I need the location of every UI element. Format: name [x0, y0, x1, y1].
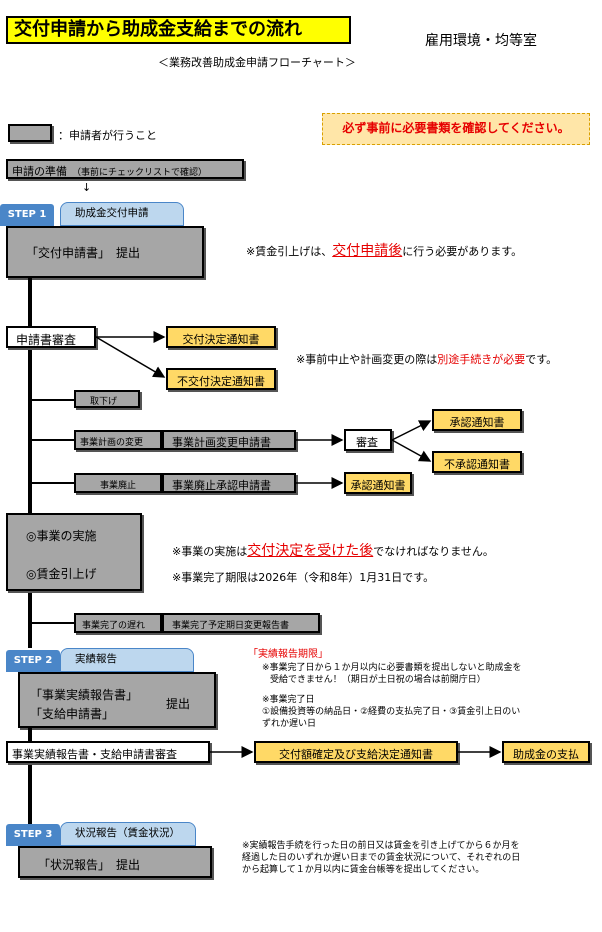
flow-line: [28, 590, 32, 648]
delay-label: 事業完了の遅れ: [82, 621, 146, 631]
step2-submit-box: 「事業実績報告書」 「支給申請書」 提出: [18, 672, 216, 728]
flowchart-subtitle: ＜業務改善助成金申請フローチャート＞: [158, 56, 356, 69]
department-label: 雇用環境・均等室: [425, 33, 537, 49]
implementation-line2: ◎賃金引上げ: [26, 567, 97, 581]
step2-tab: 実績報告: [60, 648, 194, 672]
arrow-to-no-decision: [95, 336, 166, 378]
review-note-highlight: 別途手続きが必要: [437, 353, 526, 366]
branch-line: [30, 399, 74, 401]
delay-box: 事業完了の遅れ: [74, 613, 162, 633]
plan-change-box: 事業計画の変更: [74, 430, 162, 450]
step1-note-suffix: に行う必要があります。: [402, 245, 523, 258]
arrow-to-plan-approved: [391, 420, 432, 441]
page-title: 交付申請から助成金支給までの流れ: [6, 16, 351, 44]
final-review-label: 事業実績報告書・支給申請書審査: [12, 748, 177, 761]
abolish-box: 事業廃止: [74, 473, 162, 493]
implementation-note2: ※事業完了期限は2026年（令和8年）1月31日です。: [172, 571, 435, 584]
payment-label: 助成金の支払: [513, 748, 579, 761]
implementation-note1-highlight: 交付決定を受けた後: [247, 543, 374, 559]
prep-arrow: ↓: [82, 181, 92, 194]
withdraw-label: 取下げ: [90, 397, 118, 407]
step3-note2: 経過した日のいずれか遅い日までの賃金状況について、それぞれの日: [242, 853, 521, 863]
legend-swatch: [8, 124, 52, 142]
withdraw-box: 取下げ: [74, 390, 140, 408]
step1-note-prefix: ※賃金引上げは、: [246, 245, 333, 258]
delay-form-label: 事業完了予定期日変更報告書: [172, 621, 290, 631]
payment-box: 助成金の支払: [502, 741, 590, 763]
delay-form-box: 事業完了予定期日変更報告書: [162, 613, 320, 633]
step2-box-line2: 「支給申請書」: [30, 707, 115, 721]
step3-submit-box: 「状況報告」 提出: [18, 846, 212, 878]
step3-note3: から起算して１か月以内に賃金台帳等を提出してください。: [242, 865, 485, 875]
flow-line: [28, 278, 32, 326]
branch-line: [30, 439, 74, 441]
step1-note: ※賃金引上げは、交付申請後に行う必要があります。: [246, 240, 522, 260]
abolish-form-label: 事業廃止承認申請書: [172, 479, 271, 492]
flow-line: [28, 347, 32, 513]
flow-line: [28, 728, 32, 742]
branch-line: [30, 622, 74, 624]
no-decision-notice-label: 不交付決定通知書: [177, 375, 265, 388]
step3-submit-label: 「状況報告」 提出: [38, 858, 141, 872]
review-label: 申請書審査: [16, 333, 77, 347]
completion-title: ※事業完了日: [262, 695, 315, 705]
final-decision-label: 交付額確定及び支給決定通知書: [279, 748, 433, 761]
step2-box-line1: 「事業実績報告書」: [30, 688, 139, 702]
completion-line2: ずれか遅い日: [262, 719, 317, 729]
exam-label: 審査: [356, 436, 378, 449]
step2-box-right: 提出: [166, 697, 191, 711]
plan-not-approved-notice: 不承認通知書: [432, 451, 522, 473]
step1-badge: STEP 1: [0, 204, 54, 226]
completion-line1: ①設備投資等の納品日・②経費の支払完了日・③賃金引上日のい: [262, 707, 521, 717]
implementation-note1: ※事業の実施は交付決定を受けた後でなければなりません。: [172, 540, 494, 560]
implementation-note1-suffix: でなければなりません。: [373, 545, 494, 558]
step3-note1: ※実績報告手続を行った日の前日又は賃金を引き上げてから６か月を: [242, 841, 520, 851]
flow-line: [28, 762, 32, 824]
no-decision-notice: 不交付決定通知書: [166, 368, 276, 390]
deadline-note1: ※事業完了日から１か月以内に必要書類を提出しないと助成金を: [262, 663, 522, 673]
review-note-suffix: です。: [525, 353, 558, 366]
step1-submit-box: 「交付申請書」 提出: [6, 226, 204, 278]
plan-change-form-box: 事業計画変更申請書: [162, 430, 296, 450]
step2-badge: STEP 2: [6, 650, 60, 672]
plan-change-form-label: 事業計画変更申請書: [172, 436, 271, 449]
review-note: ※事前中止や計画変更の際は別途手続きが必要です。: [296, 351, 557, 367]
abolish-approved-label: 承認通知書: [350, 479, 406, 492]
legend-label: ：申請者が行うこと: [58, 129, 157, 142]
notice-box: 必ず事前に必要書類を確認してください。: [322, 113, 590, 145]
final-decision-notice: 交付額確定及び支給決定通知書: [254, 741, 458, 763]
final-review-box: 事業実績報告書・支給申請書審査: [6, 741, 210, 763]
prep-label: 申請の準備: [12, 165, 67, 178]
review-note-prefix: ※事前中止や計画変更の際は: [296, 353, 438, 366]
deadline-title: 「実績報告期限」: [248, 649, 328, 660]
implementation-note1-prefix: ※事業の実施は: [172, 545, 248, 558]
decision-notice-label: 交付決定通知書: [182, 333, 260, 346]
review-box: 申請書審査: [6, 326, 96, 348]
decision-notice: 交付決定通知書: [166, 326, 276, 348]
abolish-form-box: 事業廃止承認申請書: [162, 473, 296, 493]
prep-note: （事前にチェックリストで確認）: [72, 168, 208, 178]
plan-approved-notice: 承認通知書: [432, 409, 522, 431]
exam-box: 審査: [344, 429, 392, 451]
plan-approved-label: 承認通知書: [449, 416, 505, 429]
plan-change-label: 事業計画の変更: [80, 438, 144, 448]
step3-tab: 状況報告（賃金状況）: [60, 822, 196, 846]
abolish-approved-notice: 承認通知書: [344, 472, 412, 494]
step1-tab: 助成金交付申請: [60, 202, 184, 226]
plan-not-approved-label: 不承認通知書: [444, 458, 510, 471]
arrow-to-plan-not-approved: [391, 439, 432, 462]
implementation-line1: ◎事業の実施: [26, 529, 97, 543]
implementation-box: ◎事業の実施 ◎賃金引上げ: [6, 513, 142, 591]
step1-submit-label: 「交付申請書」 提出: [26, 246, 141, 260]
branch-line: [30, 482, 74, 484]
step1-note-highlight: 交付申請後: [332, 243, 403, 259]
abolish-label: 事業廃止: [100, 481, 137, 491]
deadline-note2: 受給できません！（期日が土日祝の場合は前開庁日）: [270, 675, 486, 685]
prep-box: 申請の準備 （事前にチェックリストで確認）: [6, 159, 244, 179]
step3-badge: STEP 3: [6, 824, 60, 846]
